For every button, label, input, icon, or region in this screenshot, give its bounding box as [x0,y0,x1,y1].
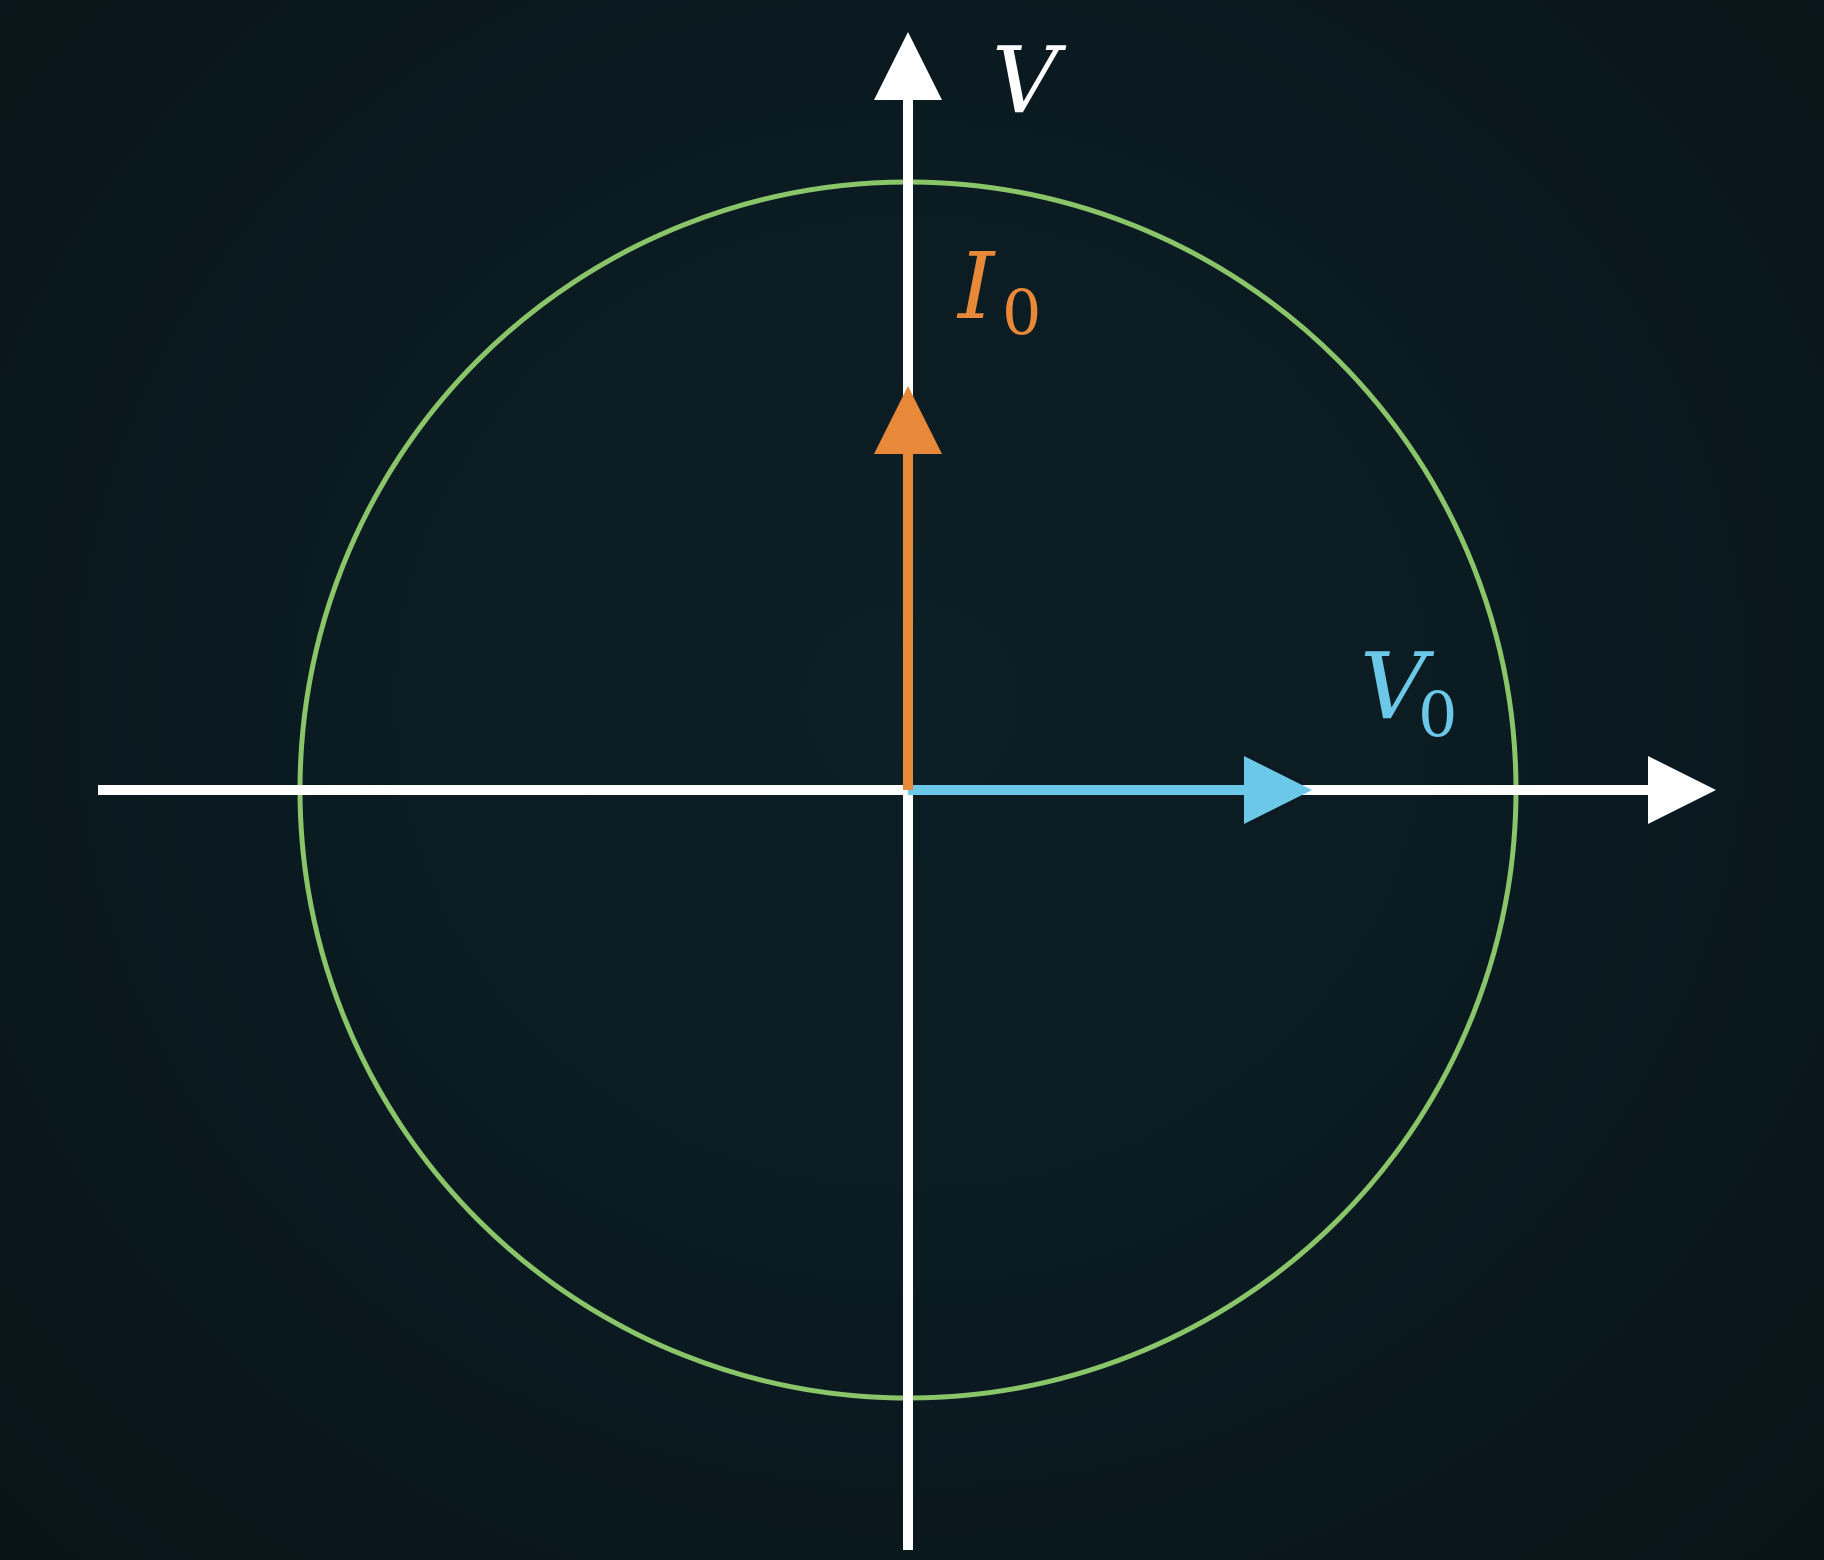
horizontal-axis-arrowhead [1648,756,1716,824]
current-vector-subscript: 0 [1002,276,1041,349]
voltage-vector-subscript: 0 [1418,678,1457,751]
vertical-axis-arrowhead [874,32,942,100]
voltage-vector-arrowhead [1244,756,1312,824]
voltage-vector-label: V [1360,633,1435,740]
vertical-axis-label: V [992,27,1067,134]
current-vector-arrowhead [874,386,942,454]
current-vector-label: I [956,233,996,340]
